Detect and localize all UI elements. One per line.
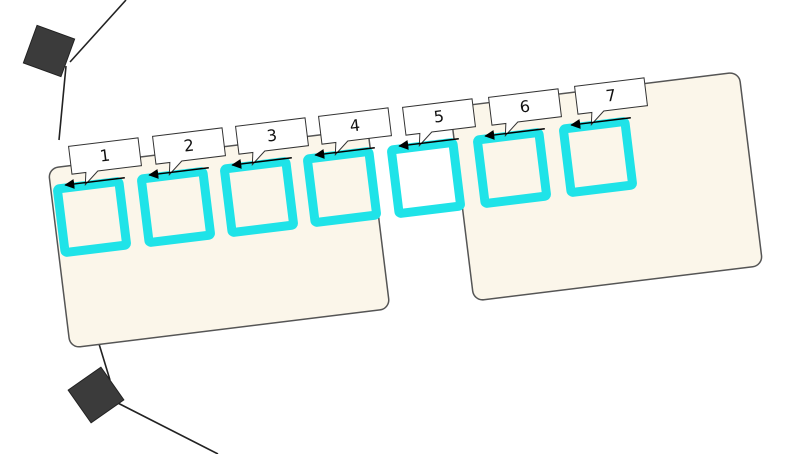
callout-label: 2 — [183, 135, 195, 155]
bottom-camera-marker — [67, 366, 125, 424]
callout-bubble — [401, 98, 477, 147]
slot-7 — [559, 117, 637, 197]
callout-arrow — [148, 167, 209, 179]
slot-6 — [473, 128, 551, 208]
callout-arrow — [64, 177, 125, 189]
callout-label: 5 — [433, 106, 445, 126]
callout-6: 6 — [484, 88, 563, 140]
callout-4: 4 — [314, 107, 393, 159]
slot-3 — [220, 157, 298, 237]
callout-7: 7 — [570, 77, 649, 129]
callout-bubble — [317, 107, 393, 156]
callout-3: 3 — [231, 117, 310, 169]
callout-label: 1 — [99, 145, 111, 165]
callout-arrow — [398, 138, 459, 150]
bottom-camera-line-lower — [107, 397, 219, 454]
callout-bubble — [67, 137, 143, 186]
top-camera-line-upper — [69, 0, 127, 63]
callout-1: 1 — [64, 137, 143, 189]
callout-arrow — [570, 117, 631, 129]
slot-5 — [387, 138, 465, 218]
callout-bubble — [234, 117, 310, 166]
top-camera-marker — [22, 24, 76, 78]
callout-2: 2 — [148, 127, 227, 179]
callout-label: 7 — [605, 85, 617, 105]
slot-1 — [53, 177, 131, 257]
callout-label: 3 — [266, 125, 278, 145]
callout-arrow — [314, 147, 375, 159]
callout-bubble — [151, 127, 227, 176]
slot-2 — [137, 167, 215, 247]
callout-row: 1 2 3 4 5 6 7 — [64, 77, 649, 189]
square-marker-icon — [22, 24, 76, 78]
callout-bubble — [487, 88, 563, 137]
slot-4 — [303, 147, 381, 227]
square-marker-icon — [67, 366, 125, 424]
callout-5: 5 — [398, 98, 477, 150]
callout-label: 4 — [349, 115, 361, 135]
slot-row — [53, 117, 637, 257]
callout-arrow — [231, 157, 292, 169]
callout-arrow — [484, 128, 545, 140]
top-camera-line-lower — [58, 65, 67, 141]
callout-bubble — [573, 77, 649, 126]
callout-label: 6 — [519, 96, 531, 116]
